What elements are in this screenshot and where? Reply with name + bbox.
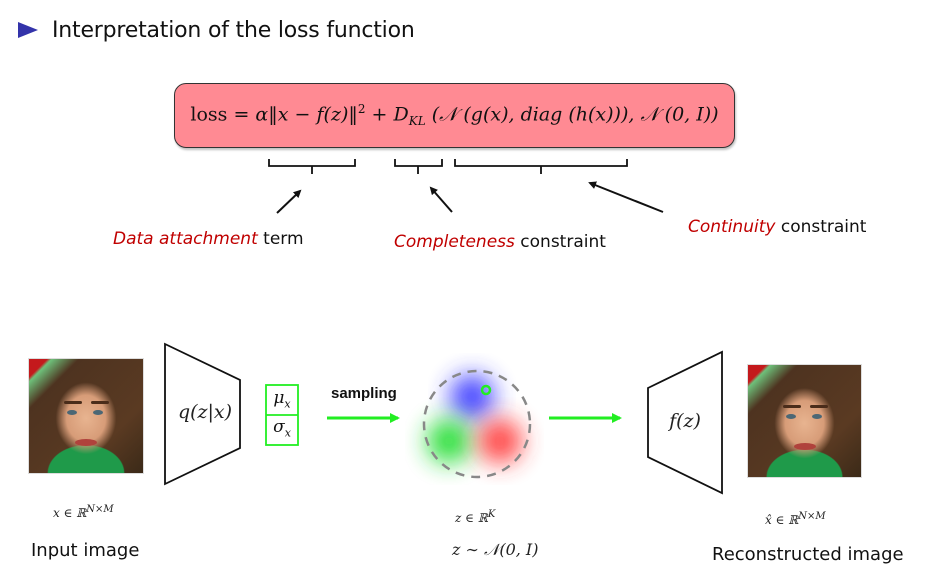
annotation-highlight: Continuity (688, 217, 776, 237)
input-space-text: x ∈ ℝ (53, 506, 87, 520)
face-brow-left (783, 405, 801, 408)
face-mouth (794, 443, 816, 450)
face-eye-left (67, 410, 77, 415)
bracket-continuity (454, 159, 628, 174)
latent-distribution (422, 369, 532, 479)
annotation-rest: constraint (775, 217, 867, 237)
formula-KL: KL (408, 114, 426, 129)
face-mouth (75, 439, 97, 446)
decoder-trapezoid (647, 350, 723, 495)
annotation-continuity: Continuity constraint (688, 217, 866, 237)
mu-subscript: x (284, 397, 291, 411)
sigma-symbol: σ (273, 417, 285, 437)
face-eye-right (93, 410, 103, 415)
annotation-data-attachment: Data attachment term (113, 229, 304, 249)
latent-blob-red (478, 419, 522, 463)
face-eye-left (786, 414, 796, 419)
loss-formula-box: loss = α‖x − f(z)‖2 + DKL (𝒩 (g(x), diag… (174, 83, 735, 148)
annotation-rest: constraint (514, 232, 606, 252)
arrow-completeness (429, 186, 453, 213)
face-brow-right (810, 405, 828, 408)
output-space-text: x̂ ∈ ℝ (765, 513, 799, 527)
latent-space-sup: K (487, 509, 496, 520)
formula-alpha: α (255, 103, 269, 126)
face-brow-left (64, 401, 82, 404)
latent-space-text: z ∈ ℝ (455, 511, 488, 525)
formula-f: f (316, 103, 324, 126)
annotation-highlight: Data attachment (113, 229, 258, 249)
output-space-sup: N×M (798, 511, 826, 522)
formula-z-arg: (z) (323, 103, 349, 126)
input-image-caption: Input image (31, 540, 140, 561)
bullet-triangle-icon (18, 22, 38, 38)
face-eye-right (812, 414, 822, 419)
latent-space-label: z ∈ ℝK (455, 509, 495, 525)
arrow-data-attachment (276, 189, 302, 214)
reconstructed-image (747, 364, 862, 478)
input-space-sup: N×M (86, 504, 114, 515)
annotation-highlight: Completeness (394, 232, 515, 252)
sigma-subscript: x (284, 426, 291, 440)
bracket-completeness (394, 159, 443, 174)
formula-minus: − (288, 103, 317, 126)
formula-equals: = (227, 103, 256, 126)
formula-norm-close: ‖ (348, 103, 358, 126)
reconstructed-image-caption: Reconstructed image (712, 544, 904, 565)
input-space-label: x ∈ ℝN×M (53, 504, 114, 520)
formula-x: x (277, 103, 289, 126)
output-space-label: x̂ ∈ ℝN×M (765, 511, 826, 527)
loss-formula: loss = α‖x − f(z)‖2 + DKL (𝒩 (g(x), diag… (190, 102, 718, 128)
annotation-completeness: Completeness constraint (394, 232, 606, 252)
slide-title-row: Interpretation of the loss function (18, 14, 415, 46)
encoder-label: q(z|x) (177, 401, 233, 423)
input-image (28, 358, 144, 474)
annotation-rest: term (257, 229, 304, 249)
latent-blob-green (427, 419, 471, 463)
latent-prior-circle (422, 369, 532, 479)
mu-symbol: μ (273, 388, 285, 408)
latent-prior-label: z ∼ 𝒩(0, I) (452, 540, 539, 559)
arrow-continuity (588, 181, 664, 213)
sampled-point-marker (480, 384, 492, 396)
formula-plus: + (365, 103, 394, 126)
encoder-trapezoid (164, 342, 241, 486)
decoder-label: f(z) (669, 410, 701, 432)
formula-loss: loss (190, 103, 228, 126)
sampling-label: sampling (331, 385, 397, 402)
face-brow-right (91, 401, 109, 404)
bracket-data-attachment (268, 159, 356, 174)
latent-blob-blue (450, 375, 494, 419)
formula-D: D (393, 103, 409, 126)
slide-title: Interpretation of the loss function (52, 17, 415, 43)
formula-kl-args: (𝒩 (g(x), diag (h(x))), 𝒩 (0, I)) (425, 103, 719, 126)
formula-power: 2 (357, 102, 366, 117)
latent-mu: μx (266, 388, 298, 410)
formula-norm-open: ‖ (268, 103, 278, 126)
latent-sigma: σx (266, 417, 298, 439)
